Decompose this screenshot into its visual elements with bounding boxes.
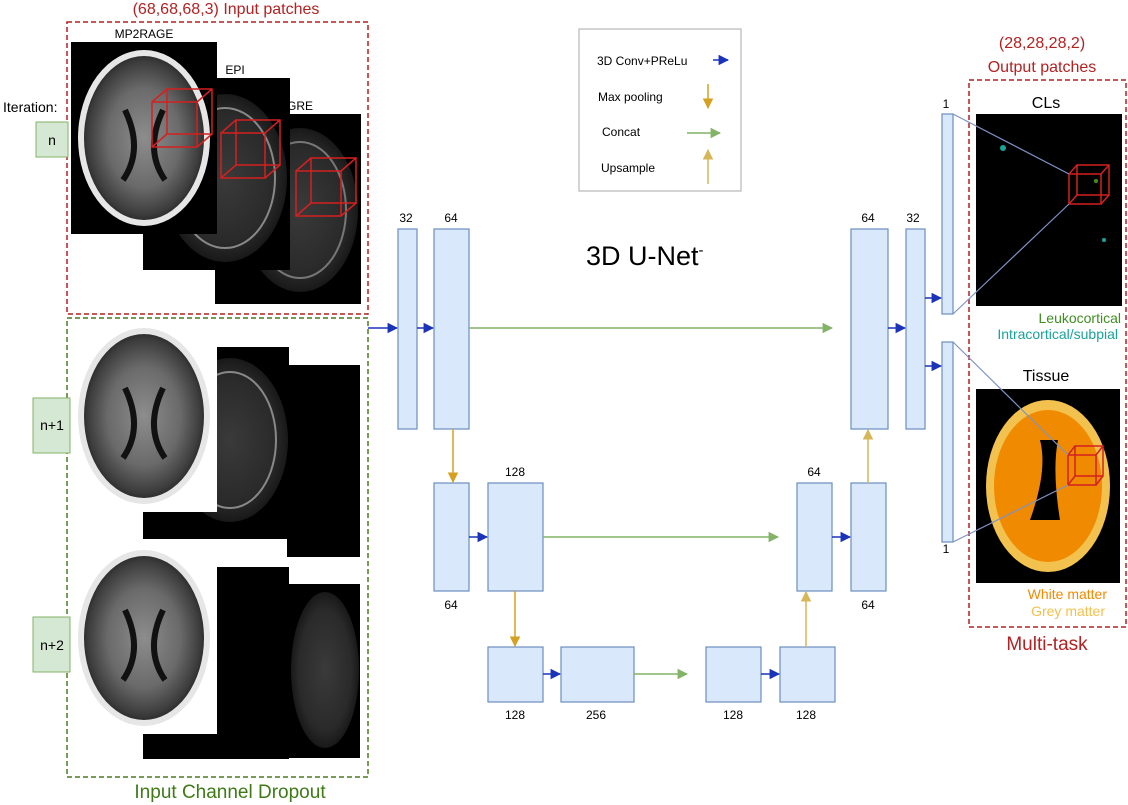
enc1-block-a — [397, 228, 418, 430]
iteration-label-n: n — [48, 132, 56, 148]
cls-projection-lines — [952, 113, 1070, 315]
epi-label: EPI — [225, 63, 244, 77]
enc3-block — [487, 646, 544, 703]
mp2rage-label: MP2RAGE — [115, 27, 174, 41]
mp2rage-image-row3 — [71, 542, 217, 734]
ch-dec3a: 128 — [723, 708, 743, 722]
ch-bottleneck: 256 — [586, 708, 606, 722]
legend-upsample-label: Upsample — [601, 161, 655, 175]
gre-image-row2 — [287, 365, 360, 557]
ch-out-bottom: 1 — [943, 542, 950, 556]
dropout-caption: Input Channel Dropout — [134, 782, 326, 803]
cls-patch-cube — [1068, 164, 1110, 205]
dec3-block-b — [779, 646, 836, 703]
input-patches-box — [66, 21, 369, 315]
tissue-image — [976, 389, 1120, 583]
ch-dec1b: 32 — [906, 211, 920, 225]
tissue-patch-cube — [1067, 445, 1104, 486]
enc2-block-a — [433, 482, 470, 592]
out-cls-block — [941, 113, 954, 315]
dec1-block-a — [850, 228, 889, 430]
legend-concat-label: Concat — [602, 125, 641, 139]
mp2rage-image-row2 — [71, 320, 217, 512]
tissue-title: Tissue — [1023, 368, 1070, 385]
mp2rage-image-row1 — [71, 42, 217, 234]
iteration-label: Iteration: — [3, 99, 57, 115]
patch-cube-mp2rage — [151, 88, 213, 148]
ch-out-top: 1 — [943, 97, 950, 111]
ch-dec2a: 64 — [807, 465, 821, 479]
ch-enc3a: 128 — [505, 708, 525, 722]
tissue-legend-gm: Grey matter — [1031, 603, 1105, 619]
legend-conv-label: 3D Conv+PReLu — [597, 54, 687, 68]
iteration-badge-n2: n+2 — [32, 616, 71, 673]
network-title-sup: - — [699, 242, 704, 259]
ch-dec3b: 128 — [796, 708, 816, 722]
ch-enc2a: 64 — [444, 598, 458, 612]
cls-legend-leuko: Leukocortical — [1039, 310, 1122, 326]
ch-dec2b: 64 — [861, 598, 875, 612]
iteration-badge-n1: n+1 — [32, 397, 71, 454]
bottleneck-block — [560, 646, 635, 703]
ch-enc1a: 32 — [399, 211, 413, 225]
tissue-projection-lines — [952, 341, 1069, 543]
input-patches-caption: (68,68,68,3) Input patches — [133, 1, 320, 18]
tissue-legend-wm: White matter — [1028, 586, 1108, 602]
ch-enc1b: 64 — [444, 211, 458, 225]
dropout-box — [66, 317, 369, 778]
gre-label: GRE — [287, 99, 313, 113]
enc1-block-b — [433, 228, 470, 430]
cls-image — [976, 114, 1122, 306]
iteration-label-n2: n+2 — [40, 637, 64, 653]
patch-cube-gre — [295, 157, 357, 217]
output-caption: Output patches — [988, 59, 1097, 76]
gre-image-row3 — [287, 584, 360, 758]
cls-title: CLs — [1032, 95, 1060, 112]
iteration-label-n1: n+1 — [40, 417, 64, 433]
network-title-main: 3D U-Net — [586, 241, 699, 271]
patch-cube-epi — [220, 119, 281, 179]
dec1-block-b — [905, 228, 926, 430]
cls-legend-intra: Intracortical/subpial — [997, 326, 1118, 342]
out-tissue-block — [941, 341, 954, 543]
dec3-block-a — [705, 646, 762, 703]
ch-enc2b: 128 — [505, 465, 525, 479]
dec2-block-a — [796, 482, 833, 592]
dec2-block-b — [850, 482, 887, 592]
legend: 3D Conv+PReLu Max pooling Concat Upsampl… — [578, 28, 742, 192]
iteration-badge-n: n — [35, 121, 69, 158]
output-dims: (28,28,28,2) — [999, 35, 1085, 52]
ch-dec1a: 64 — [861, 211, 875, 225]
network-title: 3D U-Net- — [586, 241, 704, 271]
legend-pool-label: Max pooling — [598, 90, 663, 104]
multitask-caption: Multi-task — [1006, 634, 1088, 655]
enc2-block-b — [487, 482, 544, 592]
